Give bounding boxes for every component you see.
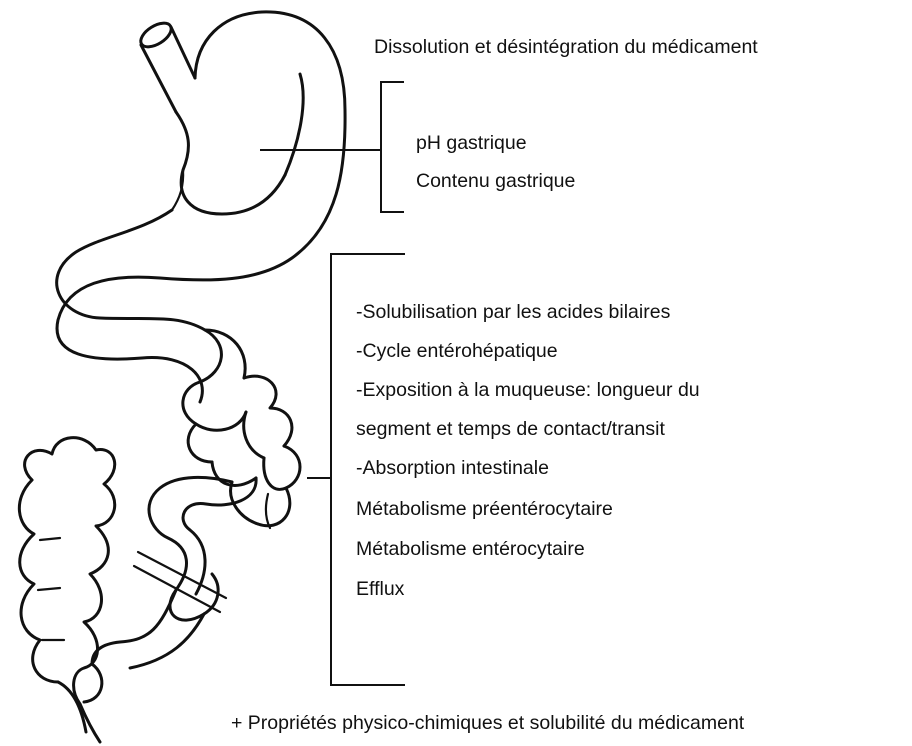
intestinal-item-segment: segment et temps de contact/transit [356, 420, 665, 440]
intestinal-item-enterocyte: Métabolisme entérocytaire [356, 540, 585, 560]
intestinal-item-efflux: Efflux [356, 580, 404, 600]
footer-note: + Propriétés physico-chimiques et solubi… [231, 714, 744, 734]
stomach-drawing [57, 12, 345, 402]
intestinal-item-enterohepatic: -Cycle entérohépatique [356, 342, 558, 362]
gastric-bracket [260, 82, 404, 212]
intestinal-item-solubilisation: -Solubilisation par les acides bilaires [356, 303, 670, 323]
colon-drawing [19, 438, 114, 742]
gastric-title: Dissolution et désintégration du médicam… [374, 38, 758, 58]
intestinal-item-absorption: -Absorption intestinale [356, 459, 549, 479]
esophagus-drawing [137, 18, 195, 112]
intestinal-item-preenterocyte: Métabolisme préentérocytaire [356, 500, 613, 520]
gastric-item-ph: pH gastrique [416, 134, 527, 154]
intestinal-item-exposition: -Exposition à la muqueuse: longueur du [356, 381, 700, 401]
gastric-item-content: Contenu gastrique [416, 172, 575, 192]
